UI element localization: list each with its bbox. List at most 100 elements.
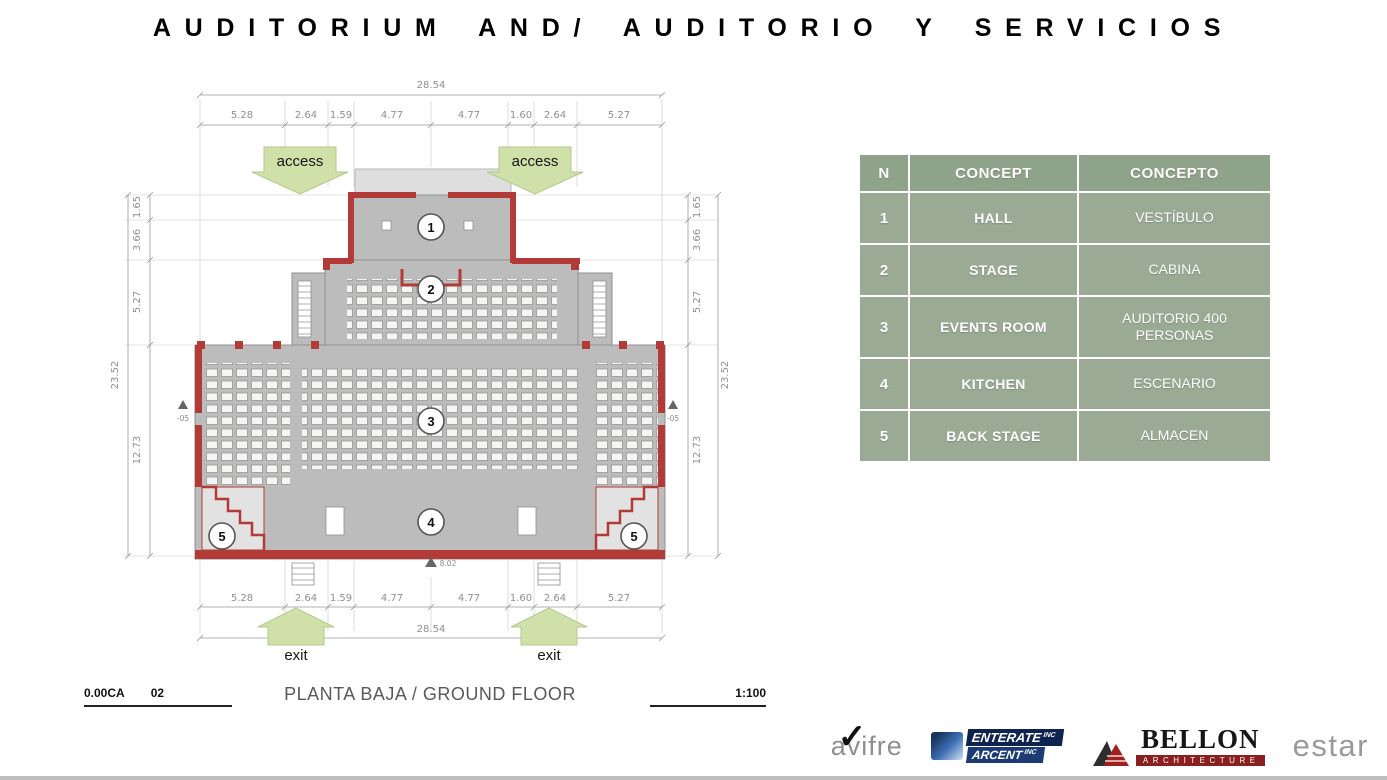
svg-text:4: 4 (427, 515, 435, 530)
legend-row-concept: KITCHEN (910, 359, 1077, 409)
hall-column-right (463, 220, 474, 231)
dim-label: 5.27 (132, 291, 143, 313)
legend-header-n: N (860, 155, 908, 191)
stage-door-left (325, 506, 345, 536)
room-badge-4: 4 (417, 508, 445, 536)
dim-label: 23.52 (720, 361, 731, 390)
dim-label: 5.27 (608, 593, 630, 604)
access-label: access (512, 153, 559, 170)
svg-text:1: 1 (427, 220, 434, 235)
level-marker-right (668, 400, 678, 409)
dim-label: 1.60 (510, 593, 532, 604)
seats-cabina (347, 279, 557, 339)
legend-row-number: 5 (860, 411, 908, 461)
dim-label: 2.64 (295, 593, 317, 604)
dim-label: 5.27 (608, 110, 630, 121)
enterate-wordmark: ENTERATEINC (965, 729, 1065, 746)
enterate-logo: ENTERATEINC ARCENTINC (930, 729, 1065, 763)
logo-strip: avifre ENTERATEINC ARCENTINC BELLON ARCH… (829, 726, 1369, 766)
legend-row-concept: BACK STAGE (910, 411, 1077, 461)
svg-text:3: 3 (427, 414, 434, 429)
level-marker-left (178, 400, 188, 409)
stage-door-right (517, 506, 537, 536)
dimension-lines (124, 91, 722, 642)
level-marker-right-label: -05 (667, 414, 679, 423)
ladder-right (592, 280, 607, 338)
up-arrow-icon (257, 607, 335, 646)
svg-text:2: 2 (427, 282, 434, 297)
roof-icon (1092, 741, 1129, 766)
estar-logo: estar (1292, 728, 1369, 763)
access-label: access (277, 153, 324, 170)
legend-row-concept: STAGE (910, 245, 1077, 295)
legend-row-concepto: CABINA (1079, 245, 1270, 295)
drawing-scale: 1:100 (650, 686, 766, 707)
dim-label: 4.77 (458, 593, 480, 604)
dim-label: 12.73 (132, 436, 143, 465)
room-badge-2: 2 (417, 275, 445, 303)
exit-label: exit (284, 647, 308, 664)
dim-label: 12.73 (692, 436, 703, 465)
level-marker-bottom-label: 8.02 (440, 559, 457, 568)
legend-header-concepto: CONCEPTO (1079, 155, 1270, 191)
bellon-wordmark: BELLON (1140, 724, 1260, 754)
legend-row-number: 3 (860, 297, 908, 357)
avifre-logo: avifre (829, 731, 903, 762)
down-arrow-icon (251, 146, 349, 195)
exit-label: exit (537, 647, 561, 664)
bellon-logo: BELLON ARCHITECTURE (1091, 726, 1265, 766)
floor-plan: 28.54 5.28 2.64 1.59 4.77 4.77 1.60 2.64… (70, 55, 770, 715)
page-title: AUDITORIUM AND/ AUDITORIO Y SERVICIOS (152, 14, 1235, 42)
dim-label: 4.77 (381, 593, 403, 604)
dim-label: 1.59 (330, 593, 352, 604)
inc-suffix: INC (1042, 731, 1056, 739)
ref-code: 0.00CA (84, 686, 125, 700)
legend-row-concept: EVENTS ROOM (910, 297, 1077, 357)
svg-text:5: 5 (630, 529, 637, 544)
dim-label: 1.60 (510, 110, 532, 121)
legend-row-number: 4 (860, 359, 908, 409)
legend-row-concept: HALL (910, 193, 1077, 243)
legend-header-concept: CONCEPT (910, 155, 1077, 191)
level-marker-bottom (425, 557, 437, 567)
dim-label: 3.66 (132, 229, 143, 251)
access-arrow-left: access (251, 146, 349, 195)
room-badge-5-right: 5 (620, 522, 648, 550)
check-icon (838, 717, 868, 757)
dim-label: 23.52 (110, 361, 121, 390)
ladder-left (297, 280, 312, 338)
floor-plan-svg: 28.54 5.28 2.64 1.59 4.77 4.77 1.60 2.64… (110, 80, 731, 664)
exit-arrow-right: exit (510, 607, 588, 664)
svg-text:5: 5 (218, 529, 225, 544)
booth-walls (400, 269, 462, 287)
dim-label: 1.59 (330, 110, 352, 121)
legend-row-concepto: ESCENARIO (1079, 359, 1270, 409)
stairs-left-steps (202, 485, 266, 550)
inc-suffix: INC (1023, 749, 1037, 756)
dim-label: 1.65 (692, 196, 703, 218)
room-badge-1: 1 (417, 213, 445, 241)
enterate-swoosh-icon (930, 732, 963, 760)
room-badge-3: 3 (417, 407, 445, 435)
dim-label: 3.66 (692, 229, 703, 251)
dim-label: 4.77 (381, 110, 403, 121)
legend-row-concepto: VESTÍBULO (1079, 193, 1270, 243)
level-marker-left-label: -05 (177, 414, 189, 423)
dim-label: 28.54 (417, 624, 446, 635)
legend-row-concepto: ALMACEN (1079, 411, 1270, 461)
down-arrow-icon (486, 146, 584, 195)
ref-number: 02 (150, 686, 165, 700)
legend-row-number: 2 (860, 245, 908, 295)
legend-row-concepto: AUDITORIO 400 PERSONAS (1079, 297, 1270, 357)
room-badge-5-left: 5 (208, 522, 236, 550)
arcent-wordmark: ARCENTINC (965, 747, 1045, 763)
stairs-right-steps (594, 485, 658, 550)
bellon-subtitle: ARCHITECTURE (1135, 755, 1265, 766)
dim-label: 2.64 (544, 110, 566, 121)
dim-label: 5.28 (231, 593, 253, 604)
seats-right-wing (594, 363, 658, 485)
access-arrow-right: access (486, 146, 584, 195)
exit-steps-right (537, 562, 561, 586)
hall-column-left (381, 220, 392, 231)
red-walls (195, 192, 665, 559)
